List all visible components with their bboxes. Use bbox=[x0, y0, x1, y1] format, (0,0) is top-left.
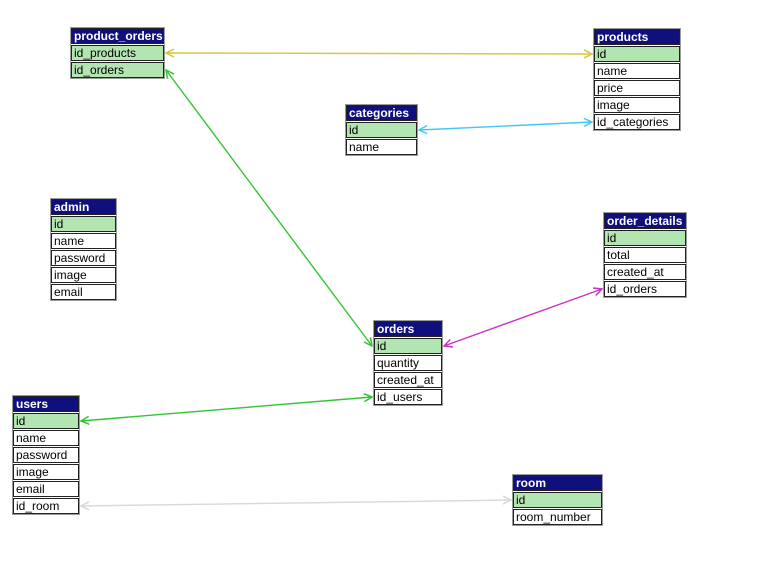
field-id[interactable]: id bbox=[513, 492, 602, 508]
field-password[interactable]: password bbox=[51, 250, 116, 266]
field-id[interactable]: id bbox=[13, 413, 79, 429]
field-name[interactable]: name bbox=[51, 233, 116, 249]
field-room-number[interactable]: room_number bbox=[513, 509, 602, 525]
table-title[interactable]: product_orders bbox=[71, 28, 164, 44]
field-id[interactable]: id bbox=[594, 46, 680, 62]
field-name[interactable]: name bbox=[594, 63, 680, 79]
field-total[interactable]: total bbox=[604, 247, 686, 263]
table-title[interactable]: users bbox=[13, 396, 79, 412]
field-id[interactable]: id bbox=[346, 122, 417, 138]
relation-orders-to-users bbox=[81, 397, 372, 421]
field-image[interactable]: image bbox=[594, 97, 680, 113]
relation-users-to-room bbox=[81, 500, 511, 506]
table-title[interactable]: products bbox=[594, 29, 680, 45]
field-name[interactable]: name bbox=[346, 139, 417, 155]
field-image[interactable]: image bbox=[51, 267, 116, 283]
field-password[interactable]: password bbox=[13, 447, 79, 463]
field-created-at[interactable]: created_at bbox=[374, 372, 442, 388]
table-title[interactable]: room bbox=[513, 475, 602, 491]
relation-products-to-categories bbox=[419, 122, 592, 130]
field-id[interactable]: id bbox=[374, 338, 442, 354]
field-image[interactable]: image bbox=[13, 464, 79, 480]
field-id-room[interactable]: id_room bbox=[13, 498, 79, 514]
field-quantity[interactable]: quantity bbox=[374, 355, 442, 371]
table-title[interactable]: admin bbox=[51, 199, 116, 215]
relation-product-orders-to-orders bbox=[166, 70, 372, 346]
field-id-orders[interactable]: id_orders bbox=[604, 281, 686, 297]
field-name[interactable]: name bbox=[13, 430, 79, 446]
field-created-at[interactable]: created_at bbox=[604, 264, 686, 280]
field-email[interactable]: email bbox=[13, 481, 79, 497]
field-id-users[interactable]: id_users bbox=[374, 389, 442, 405]
field-id-orders[interactable]: id_orders bbox=[71, 62, 164, 78]
field-email[interactable]: email bbox=[51, 284, 116, 300]
field-price[interactable]: price bbox=[594, 80, 680, 96]
field-id-categories[interactable]: id_categories bbox=[594, 114, 680, 130]
table-title[interactable]: order_details bbox=[604, 213, 686, 229]
table-title[interactable]: orders bbox=[374, 321, 442, 337]
field-id[interactable]: id bbox=[604, 230, 686, 246]
relation-product-orders-to-products bbox=[166, 53, 592, 54]
table-title[interactable]: categories bbox=[346, 105, 417, 121]
relation-order-details-to-orders bbox=[444, 289, 602, 346]
field-id[interactable]: id bbox=[51, 216, 116, 232]
field-id-products[interactable]: id_products bbox=[71, 45, 164, 61]
